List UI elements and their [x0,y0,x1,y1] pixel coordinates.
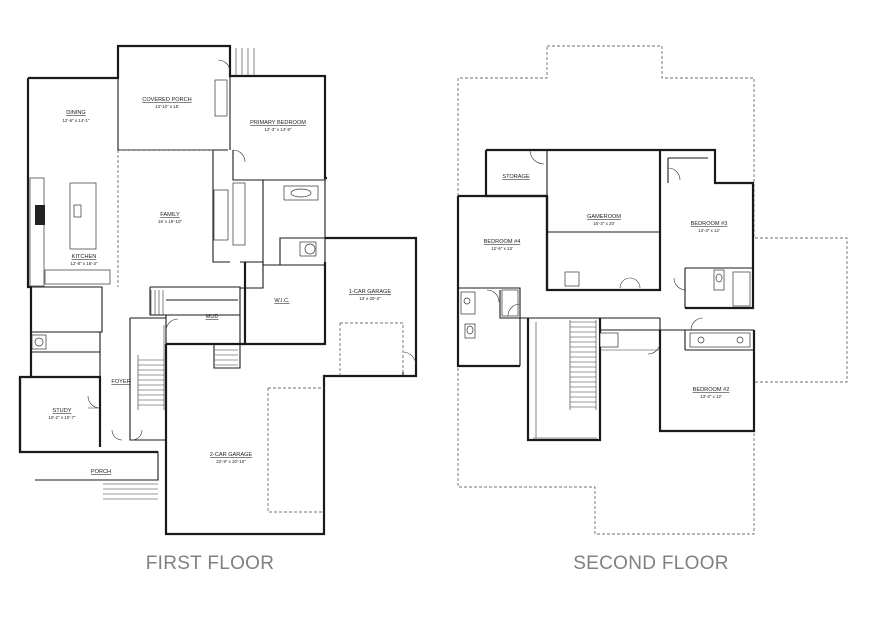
room-label-wic: W.I.C. [274,298,290,304]
room-label-two-car-garage: 2-CAR GARAGE [210,452,253,458]
room-label-porch: PORCH [91,469,111,475]
room-label-covered-porch: COVERED PORCH [142,97,191,103]
first-floor-stairs [137,48,255,410]
second-floor-plan [456,45,848,535]
room-label-bedroom-2: BEDROOM #2 [693,387,730,393]
second-floor-doors [486,149,704,355]
primary-bath-fixtures [213,79,319,257]
room-label-bedroom-4: BEDROOM #4 [484,239,521,245]
second-floor-fixtures [460,269,751,351]
room-dim-family: 16' x 19'-10" [158,219,182,224]
room-dim-covered-porch: 13'-10" x 15' [155,104,179,109]
first-floor-doors [87,59,417,441]
room-dim-bedroom-2: 13'-3" x 12' [700,394,722,399]
room-label-mud: MUD [206,314,219,320]
second-floor-labels: STORAGE GAMEROOM 16'-3" x 20' BEDROOM #3… [484,174,730,399]
room-label-family: FAMILY [160,212,180,218]
room-label-gameroom: GAMEROOM [587,214,621,220]
room-label-dining: DINING [66,110,86,116]
room-dim-one-car-garage: 13' x 20'-2" [359,296,381,301]
room-dim-two-car-garage: 22'-8" x 20'-10" [216,459,246,464]
first-floor-plan [18,44,418,536]
room-dim-kitchen: 12'-8" x 16'-3" [70,261,97,266]
room-dim-bedroom-4: 12'-6" x 13' [491,246,513,251]
room-label-one-car-garage: 1-CAR GARAGE [349,289,392,295]
room-dim-dining: 12'-6" x 14'-1" [62,118,89,123]
room-label-storage: STORAGE [502,174,530,180]
room-label-kitchen: KITCHEN [72,254,97,260]
room-dim-study: 10'-2" x 10'-7" [48,415,75,420]
kitchen-fixtures [29,177,111,350]
room-dim-bedroom-3: 13'-3" x 12' [698,228,720,233]
room-label-primary-bedroom: PRIMARY BEDROOM [250,120,306,126]
room-label-foyer: FOYER [111,379,130,385]
second-floor-stairs [533,320,597,439]
first-floor-title: FIRST FLOOR [145,553,275,574]
second-floor-title: SECOND FLOOR [573,553,729,574]
first-floor-labels: DINING 12'-6" x 14'-1" COVERED PORCH 13'… [48,97,391,475]
room-label-bedroom-3: BEDROOM #3 [691,221,728,227]
room-dim-primary-bedroom: 12'-3" x 14'-8" [264,127,291,132]
room-dim-gameroom: 16'-3" x 20' [593,221,615,226]
room-label-study: STUDY [53,408,72,414]
